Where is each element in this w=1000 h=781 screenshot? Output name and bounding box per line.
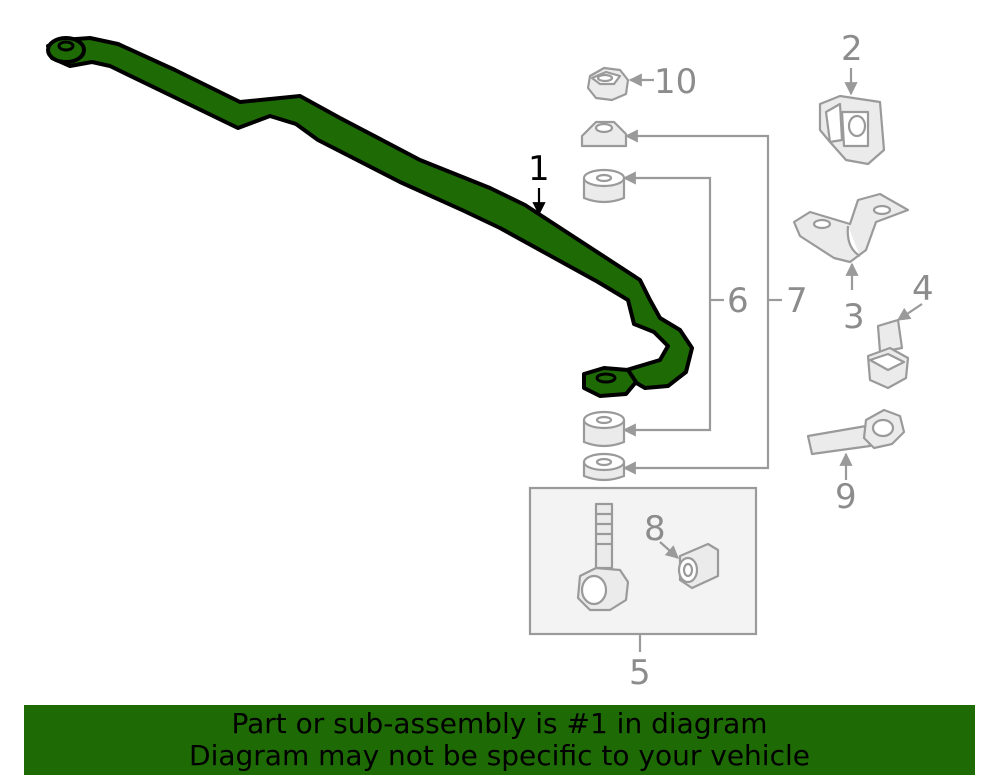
- callout-6: 6: [727, 281, 749, 321]
- bushing-upper-7: [580, 120, 628, 148]
- banner-line-1: Part or sub-assembly is #1 in diagram: [231, 707, 768, 740]
- callout-8-arrow: [659, 541, 679, 559]
- callout-5: 5: [629, 653, 651, 693]
- bracket-part-3: [792, 192, 910, 264]
- callout-2: 2: [841, 29, 863, 69]
- callout-3: 3: [843, 297, 865, 337]
- bushing-upper-6: [582, 168, 626, 204]
- callout-8: 8: [644, 509, 666, 549]
- nut-part-10: [586, 66, 630, 102]
- info-banner: Part or sub-assembly is #1 in diagram Di…: [24, 705, 975, 775]
- bolt-part-4: [866, 318, 910, 390]
- stabilizer-link-part-5: [576, 502, 630, 612]
- callout-4: 4: [912, 269, 934, 309]
- bushing-lower-6: [582, 410, 626, 448]
- stabilizer-bar[interactable]: [46, 36, 694, 398]
- link-assembly-box: [528, 486, 758, 636]
- bolt-part-9: [806, 408, 906, 456]
- callout-9: 9: [835, 477, 857, 517]
- bushing-part-2: [818, 94, 886, 166]
- callout-7-leader: [622, 129, 782, 475]
- callout-4-arrow: [896, 303, 923, 321]
- banner-line-2: Diagram may not be specific to your vehi…: [189, 739, 810, 772]
- bushing-lower-7: [582, 452, 626, 482]
- callout-7: 7: [786, 281, 808, 321]
- callout-10: 10: [654, 62, 697, 102]
- callout-1: 1: [528, 149, 550, 189]
- bushing-part-8: [677, 542, 720, 590]
- callout-6-leader: [622, 171, 724, 437]
